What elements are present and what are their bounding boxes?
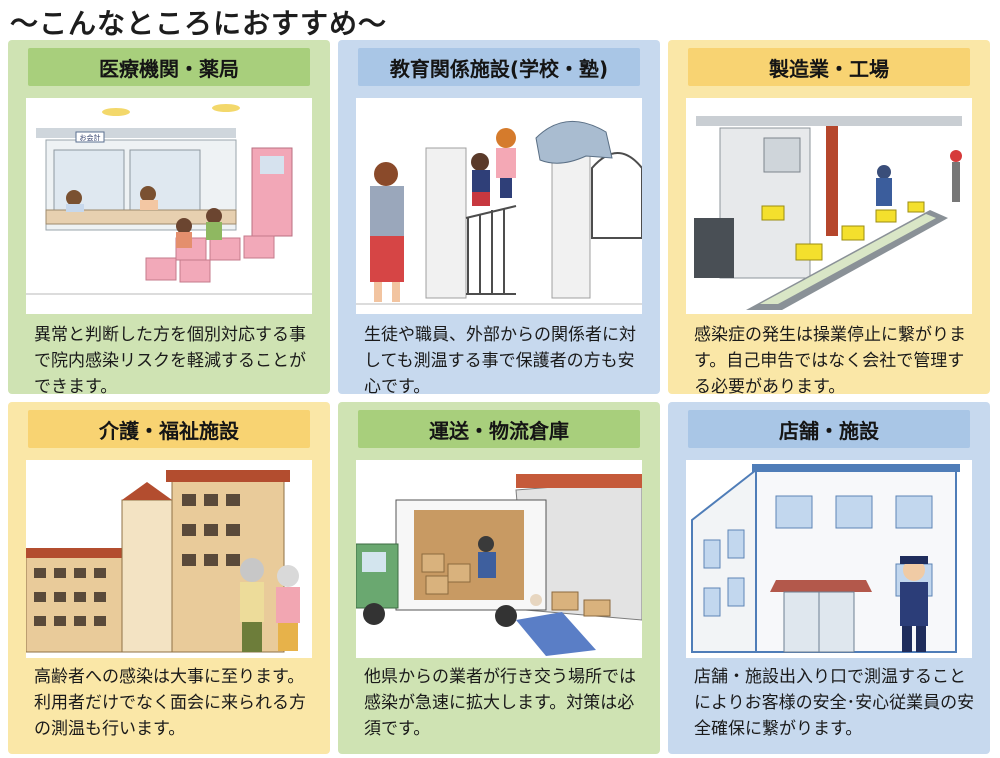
card-title: 製造業・工場 bbox=[688, 48, 970, 86]
illustration-clinic: お会計 bbox=[26, 98, 312, 314]
card-logistics: 運送・物流倉庫 他県からの業者が行き交う場所では感染が急速に拡大 bbox=[338, 402, 660, 754]
card-title: 運送・物流倉庫 bbox=[358, 410, 640, 448]
card-nursing-care: 介護・福祉施設 高齢者への感染は大事に至ります bbox=[8, 402, 330, 754]
card-title: 介護・福祉施設 bbox=[28, 410, 310, 448]
card-description: 店舗・施設出入り口で測温することによりお客様の安全･安心従業員の安全確保に繋がり… bbox=[694, 667, 975, 739]
card-education: 教育関係施設(学校・塾) bbox=[338, 40, 660, 397]
card-stores: 店舗・施設 店舗・施設出入り口で測温することによりお客様の安全･安心従業員の安全… bbox=[668, 402, 990, 754]
illustration-school-gate bbox=[356, 98, 642, 314]
illustration-store-guard bbox=[686, 460, 972, 658]
illustration-care-facility bbox=[26, 460, 312, 658]
card-manufacturing: 製造業・工場 感染症の発生は操業停止に繋がります。自己申告ではなく会社で管理す bbox=[668, 40, 990, 397]
card-description: 感染症の発生は操業停止に繋がります。自己申告ではなく会社で管理する必要があります… bbox=[694, 325, 966, 397]
illustration-factory-line bbox=[686, 98, 972, 314]
card-description: 生徒や職員、外部からの関係者に対しても測温する事で保護者の方も安心です。 bbox=[364, 325, 636, 397]
card-title: 医療機関・薬局 bbox=[28, 48, 310, 86]
illustration-truck-warehouse bbox=[356, 460, 642, 658]
card-medical: 医療機関・薬局 お会計 bbox=[8, 40, 330, 397]
card-description: 異常と判断した方を個別対応する事で院内感染リスクを軽減することができます。 bbox=[34, 325, 306, 397]
card-title: 店舗・施設 bbox=[688, 410, 970, 448]
card-title: 教育関係施設(学校・塾) bbox=[358, 48, 640, 86]
card-description: 高齢者への感染は大事に至ります。利用者だけでなく面会に来られる方の測温も行います… bbox=[34, 667, 306, 739]
page-heading: 〜こんなところにおすすめ〜 bbox=[10, 7, 388, 40]
card-description: 他県からの業者が行き交う場所では感染が急速に拡大します。対策は必須です。 bbox=[364, 667, 636, 739]
sign-text: お会計 bbox=[80, 133, 101, 142]
